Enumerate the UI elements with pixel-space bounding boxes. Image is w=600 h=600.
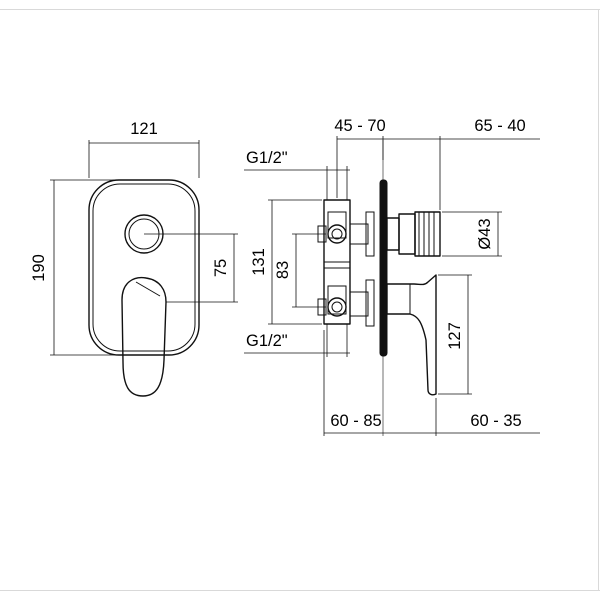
dimension-port-spacing: 83 <box>274 233 326 308</box>
diverter-knob-side <box>386 211 441 257</box>
dimension-height: 190 <box>30 179 130 356</box>
side-view: 45 - 70 65 - 40 G1/2" 131 83 <box>244 117 540 436</box>
dimension-wall-range-top: 45 - 70 <box>334 117 440 198</box>
dimension-knob-diameter: Ø43 <box>442 211 502 257</box>
dimension-body-height: 131 <box>250 199 322 325</box>
spindle-flange-bottom <box>365 279 375 327</box>
knob-diameter-label: Ø43 <box>476 218 494 249</box>
projection-bottom-label: 60 - 35 <box>470 412 521 430</box>
callout-inlet-top: G1/2" <box>244 149 350 200</box>
dimension-knob-to-lever: 75 <box>144 233 238 303</box>
body-height-label: 131 <box>250 248 268 276</box>
inlet-bottom-port <box>327 297 347 317</box>
diverter-spindle <box>349 223 369 245</box>
lever-height-label: 127 <box>446 322 464 350</box>
dimension-lever-height: 127 <box>438 274 472 395</box>
inlet-top-port <box>327 224 347 244</box>
dimension-projection-bottom: 60 - 35 <box>435 398 540 436</box>
port-spacing-label: 83 <box>274 261 292 279</box>
front-view: 121 190 75 <box>30 120 238 397</box>
cover-plate-side <box>379 179 388 357</box>
dimension-width: 121 <box>88 120 200 178</box>
inlet-bottom-port-bore <box>331 301 343 313</box>
knob-to-lever-label: 75 <box>212 259 230 277</box>
inlet-top-port-bore <box>331 228 343 240</box>
height-label: 190 <box>30 254 48 282</box>
dimension-projection-top: 65 - 40 <box>439 117 540 210</box>
cover-plate <box>88 179 200 356</box>
mixer-lever-edge <box>135 281 161 297</box>
projection-top-label: 65 - 40 <box>474 117 525 135</box>
callout-inlet-bottom: G1/2" <box>244 324 350 357</box>
mixer-lever <box>121 276 167 397</box>
wall-range-bottom-label: 60 - 85 <box>330 412 381 430</box>
mixer-lever-side <box>386 274 437 396</box>
cover-plate-inner-edge <box>92 183 196 352</box>
wall-range-top-label: 45 - 70 <box>334 117 385 135</box>
spindle-flange-top <box>365 211 375 257</box>
width-label: 121 <box>130 120 158 138</box>
dimension-wall-range-bottom: 60 - 85 <box>323 330 436 436</box>
lever-spindle <box>349 291 369 317</box>
valve-body <box>323 199 351 325</box>
inlet-bottom-label: G1/2" <box>246 332 288 350</box>
inlet-top-label: G1/2" <box>246 149 288 167</box>
